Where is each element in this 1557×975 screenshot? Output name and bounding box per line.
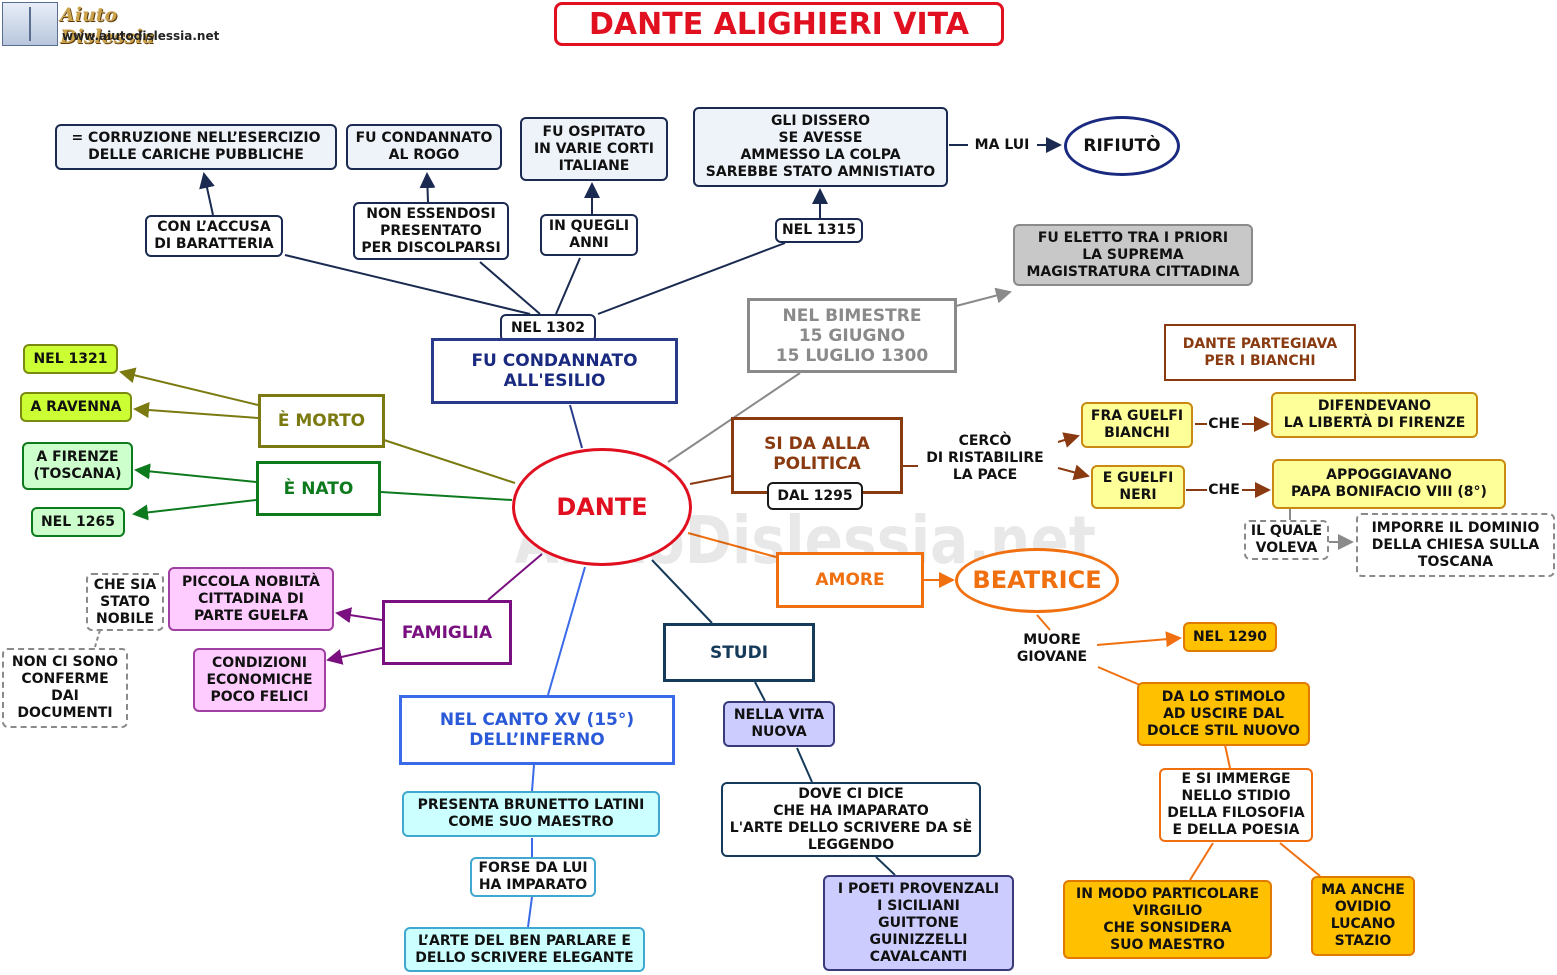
brunetto-node: PRESENTA BRUNETTO LATINI COME SUO MAESTR… [402,791,660,837]
poeti-node: I POETI PROVENZALI I SICILIANI GUITTONE … [823,875,1014,971]
aiutodislessia-logo: Aiuto Dislessia www.aiutodislessia.net [2,2,219,48]
condannato-rogo-node: FU CONDANNATO AL ROGO [346,124,502,170]
morto-node: È MORTO [258,394,385,448]
logo-url: www.aiutodislessia.net [62,29,220,43]
amore-node: AMORE [776,552,924,608]
amnistia-node: GLI DISSERO SE AVESSE AMMESSO LA COLPA S… [693,107,948,187]
stimolo-node: DA LO STIMOLO AD USCIRE DAL DOLCE STIL N… [1137,682,1310,746]
priori-node: FU ELETTO TRA I PRIORI LA SUPREMA MAGIST… [1013,224,1253,286]
famiglia-node: FAMIGLIA [382,600,512,665]
dal-1295-node: DAL 1295 [767,482,863,510]
discolpa-node: NON ESSENDOSI PRESENTATO PER DISCOLPARSI [353,202,509,260]
nel-1321-node: NEL 1321 [23,344,118,374]
guelfi-bianchi-node: FRA GUELFI BIANCHI [1081,402,1193,448]
dove-node: DOVE CI DICE CHE HA IMAPARATO L'ARTE DEL… [721,782,981,857]
ravenna-node: A RAVENNA [20,392,132,422]
ma-lui-label: MA LUI [974,136,1030,153]
nel-1290-node: NEL 1290 [1183,622,1277,652]
nato-node: È NATO [256,461,381,516]
studi-node: STUDI [663,623,815,682]
condizioni-node: CONDIZIONI ECONOMICHE POCO FELICI [193,648,326,712]
che-label-2: CHE [1208,481,1240,498]
canto-node: NEL CANTO XV (15°) DELL’INFERNO [399,695,675,765]
virgilio-node: IN MODO PARTICOLARE VIRGILIO CHE SONSIDE… [1063,880,1272,959]
nel-1265-node: NEL 1265 [31,507,125,537]
quegli-anni-node: IN QUEGLI ANNI [540,214,638,256]
politica-node: SI DA ALLA POLITICA [731,417,903,494]
conferme-node: NON CI SONO CONFERME DAI DOCUMENTI [2,648,128,728]
esilio-node: FU CONDANNATO ALL'ESILIO [431,338,678,404]
quale-voleva-node: IL QUALE VOLEVA [1244,520,1329,560]
bonifacio-node: APPOGGIAVANO PAPA BONIFACIO VIII (8°) [1272,459,1506,509]
che-label-1: CHE [1208,415,1240,432]
immerge-node: E SI IMMERGE NELLO STIDIO DELLA FILOSOFI… [1159,768,1313,842]
muore-giovane-label: MUORE GIOVANE [1016,632,1088,665]
book-icon [2,2,58,46]
bimestre-node: NEL BIMESTRE 15 GIUGNO 15 LUGLIO 1300 [747,298,957,373]
page-title: DANTE ALIGHIERI VITA [554,2,1004,46]
dante-center-node: DANTE [512,448,692,566]
beatrice-node: BEATRICE [955,548,1119,613]
corruzione-node: = CORRUZIONE NELL’ESERCIZIO DELLE CARICH… [55,124,337,170]
dominio-node: IMPORRE IL DOMINIO DELLA CHIESA SULLA TO… [1356,513,1555,577]
liberta-node: DIFENDEVANO LA LIBERTÀ DI FIRENZE [1271,392,1478,438]
nel-1315-node: NEL 1315 [775,218,863,243]
guelfi-neri-node: E GUELFI NERI [1091,465,1185,509]
partegiava-node: DANTE PARTEGIAVA PER I BIANCHI [1164,324,1356,381]
logo-name: Aiuto Dislessia [60,4,155,48]
firenze-node: A FIRENZE (TOSCANA) [22,442,133,490]
vita-nuova-node: NELLA VITA NUOVA [723,701,835,747]
rifiuto-node: RIFIUTÒ [1064,116,1180,176]
piccola-nobilta-node: PICCOLA NOBILTÀ CITTADINA DI PARTE GUELF… [168,567,334,631]
accusa-node: CON L’ACCUSA DI BARATTERIA [145,215,283,257]
arte-node: L’ARTE DEL BEN PARLARE E DELLO SCRIVERE … [404,927,645,972]
stato-nobile-node: CHE SIA STATO NOBILE [86,573,164,631]
nel-1302-node: NEL 1302 [500,314,596,342]
forse-node: FORSE DA LUI HA IMPARATO [470,857,596,897]
ospitato-node: FU OSPITATO IN VARIE CORTI ITALIANE [520,117,668,181]
ovidio-node: MA ANCHE OVIDIO LUCANO STAZIO [1311,876,1415,956]
pace-label: CERCÒ DI RISTABILIRE LA PACE [926,432,1044,483]
